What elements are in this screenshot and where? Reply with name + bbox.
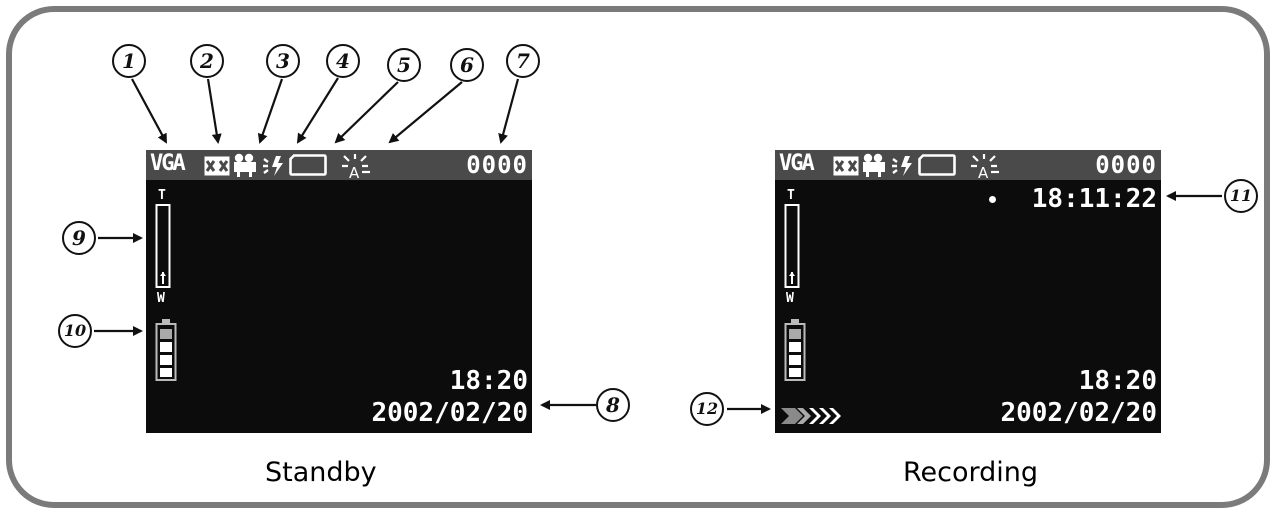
battery-icon (155, 319, 177, 381)
arrow-5 (334, 81, 399, 144)
zoom-tele-label: T (787, 188, 795, 203)
recording-caption: Recording (903, 457, 1039, 488)
shot-counter: 0000 (1095, 151, 1157, 179)
callout-10: 10 (58, 314, 92, 348)
callout-7: 7 (506, 44, 540, 78)
clock-time: 18:20 (449, 366, 528, 396)
white-balance-auto-icon: A (971, 154, 999, 179)
callout-12: 12 (690, 392, 724, 426)
quality-icon (833, 156, 859, 176)
clock-time: 18:20 (1078, 366, 1157, 396)
resolution-label: VGA (779, 151, 815, 176)
quality-icon (204, 156, 230, 176)
clock-date: 2002/02/20 (371, 398, 528, 428)
callout-11: 11 (1224, 179, 1258, 213)
resolution-label: VGA (150, 151, 186, 176)
flash-icon (263, 156, 283, 176)
memory-card-icon (289, 154, 327, 176)
callout-2: 2 (190, 44, 224, 78)
callout-5: 5 (387, 48, 421, 82)
callout-6: 6 (450, 48, 484, 82)
clock-date: 2002/02/20 (1000, 398, 1157, 428)
memory-card-icon (918, 154, 956, 176)
svg-text:A: A (978, 164, 989, 179)
svg-text:A: A (349, 164, 360, 179)
zoom-wide-label: W (786, 291, 794, 306)
callout-4: 4 (326, 44, 360, 78)
movie-mode-icon (863, 153, 885, 177)
callout-8: 8 (596, 388, 630, 422)
arrow-1 (131, 78, 167, 144)
shot-counter: 0000 (466, 151, 528, 179)
arrow-2 (206, 78, 222, 144)
battery-icon (784, 319, 806, 381)
zoom-tele-label: T (158, 188, 166, 203)
zoom-wide-label: W (157, 291, 165, 306)
flash-icon (892, 156, 912, 176)
zoom-bar-icon (155, 204, 171, 288)
standby-screen: VGA A 0000 T W 18:20 2002/02/20 (146, 150, 532, 433)
callout-9: 9 (62, 221, 96, 255)
elapsed-time: 18:11:22 (1031, 184, 1157, 214)
arrow-4 (296, 77, 339, 144)
movie-mode-icon (234, 153, 256, 177)
recording-screen: VGA A 0000 18:11:22 T W 18:20 2002/02/2 (775, 150, 1161, 433)
recording-dot-icon (989, 196, 996, 203)
zoom-bar-icon (784, 204, 800, 288)
white-balance-auto-icon: A (342, 154, 370, 179)
standby-caption: Standby (265, 457, 377, 488)
arrow-6 (388, 81, 463, 144)
arrow-3 (257, 78, 284, 144)
record-progress-icon (781, 408, 841, 424)
outer-frame (6, 6, 1270, 508)
arrow-7 (498, 78, 520, 144)
callout-3: 3 (266, 44, 300, 78)
callout-1: 1 (112, 44, 146, 78)
